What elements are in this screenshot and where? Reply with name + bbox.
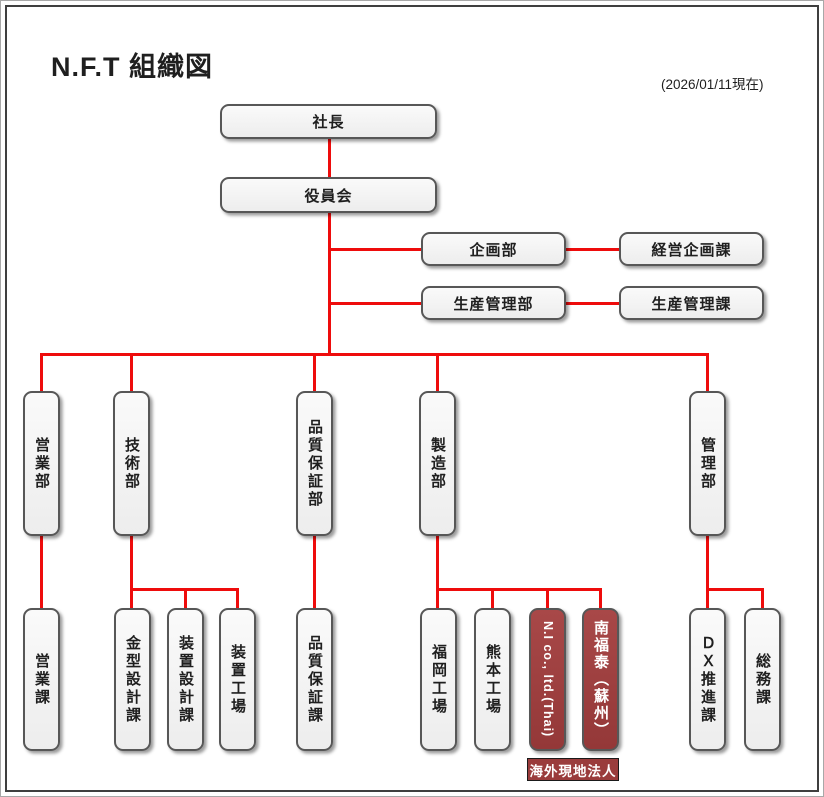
connector-engineering-vertical xyxy=(130,536,133,608)
connector-manufacturing-vertical xyxy=(436,536,439,608)
engineering-dept-label: 技術部 xyxy=(123,436,140,491)
date-note: (2026/01/11現在) xyxy=(661,77,764,92)
kumamoto-factory-label: 熊本工場 xyxy=(484,643,501,716)
quality-assurance-dept-label: 品質保証部 xyxy=(306,418,323,509)
manufacturing-dept-box: 製造部 xyxy=(419,391,456,536)
equipment-design-section-label: 装置設計課 xyxy=(177,634,194,725)
president-label: 社長 xyxy=(312,114,345,131)
general-affairs-section-label: 総務課 xyxy=(754,652,771,707)
quality-assurance-section-box: 品質保証課 xyxy=(296,608,333,751)
connector-admin-vertical xyxy=(706,536,709,608)
production-control-dept-box: 生産管理部 xyxy=(421,286,566,320)
quality-assurance-dept-box: 品質保証部 xyxy=(296,391,333,536)
mold-design-section-label: 金型設計課 xyxy=(124,634,141,725)
connector-admin-horizontal xyxy=(706,588,764,591)
production-control-dept-label: 生産管理部 xyxy=(453,295,534,313)
mold-design-section-box: 金型設計課 xyxy=(114,608,151,751)
connector-drop-equipment-design xyxy=(184,588,187,608)
connector-board-planning xyxy=(328,248,421,251)
connector-drop-qa-dept xyxy=(313,353,316,391)
sales-dept-box: 営業部 xyxy=(23,391,60,536)
admin-dept-label: 管理部 xyxy=(699,436,716,491)
manufacturing-dept-label: 製造部 xyxy=(429,436,446,491)
admin-dept-box: 管理部 xyxy=(689,391,726,536)
connector-drop-manufacturing-dept xyxy=(436,353,439,391)
connector-planning-corporate-planning xyxy=(566,248,619,251)
connector-board-mainline xyxy=(328,213,331,356)
engineering-dept-box: 技術部 xyxy=(113,391,150,536)
page-title: N.F.T 組織図 xyxy=(51,52,213,82)
connector-drop-admin-dept xyxy=(706,353,709,391)
connector-sales-dept-section xyxy=(40,536,43,608)
dx-promotion-section-label: ＤＸ推進課 xyxy=(699,634,716,725)
president-box: 社長 xyxy=(220,104,437,139)
connector-drop-equipment-factory xyxy=(236,588,239,608)
nanfutai-suzhou-box: 南福泰（蘇州） xyxy=(582,608,619,751)
planning-dept-label: 企画部 xyxy=(469,241,518,259)
fukuoka-factory-box: 福岡工場 xyxy=(420,608,457,751)
equipment-factory-box: 装置工場 xyxy=(219,608,256,751)
planning-dept-box: 企画部 xyxy=(421,232,566,266)
nanfutai-suzhou-label: 南福泰（蘇州） xyxy=(592,620,609,739)
connector-manufacturing-horizontal xyxy=(436,588,602,591)
corporate-planning-section-box: 経営企画課 xyxy=(619,232,764,266)
general-affairs-section-box: 総務課 xyxy=(744,608,781,751)
connector-board-production-control xyxy=(328,302,421,305)
sales-section-box: 営業課 xyxy=(23,608,60,751)
sales-section-label: 営業課 xyxy=(33,652,50,707)
connector-main-horizontal xyxy=(40,353,709,356)
overseas-subsidiary-label-text: 海外現地法人 xyxy=(529,763,617,779)
equipment-factory-label: 装置工場 xyxy=(229,643,246,716)
corporate-planning-section-label: 経営企画課 xyxy=(651,241,732,259)
sales-dept-label: 営業部 xyxy=(33,436,50,491)
connector-drop-ni-thai xyxy=(546,588,549,608)
production-control-section-box: 生産管理課 xyxy=(619,286,764,320)
ni-thai-label: N.I co., ltd.(Thai) xyxy=(540,621,555,738)
production-control-section-label: 生産管理課 xyxy=(651,295,732,313)
connector-drop-engineering-dept xyxy=(130,353,133,391)
overseas-subsidiary-label: 海外現地法人 xyxy=(527,758,619,781)
dx-promotion-section-box: ＤＸ推進課 xyxy=(689,608,726,751)
connector-president-board xyxy=(328,139,331,177)
connector-drop-kumamoto xyxy=(491,588,494,608)
board-label: 役員会 xyxy=(304,187,353,205)
connector-drop-general-affairs xyxy=(761,588,764,608)
connector-production-control-section xyxy=(566,302,619,305)
connector-drop-nanfutai xyxy=(599,588,602,608)
board-box: 役員会 xyxy=(220,177,437,213)
connector-drop-sales-dept xyxy=(40,353,43,391)
equipment-design-section-box: 装置設計課 xyxy=(167,608,204,751)
fukuoka-factory-label: 福岡工場 xyxy=(430,643,447,716)
kumamoto-factory-box: 熊本工場 xyxy=(474,608,511,751)
connector-qa-dept-section xyxy=(313,536,316,608)
quality-assurance-section-label: 品質保証課 xyxy=(306,634,323,725)
ni-thai-box: N.I co., ltd.(Thai) xyxy=(529,608,566,751)
